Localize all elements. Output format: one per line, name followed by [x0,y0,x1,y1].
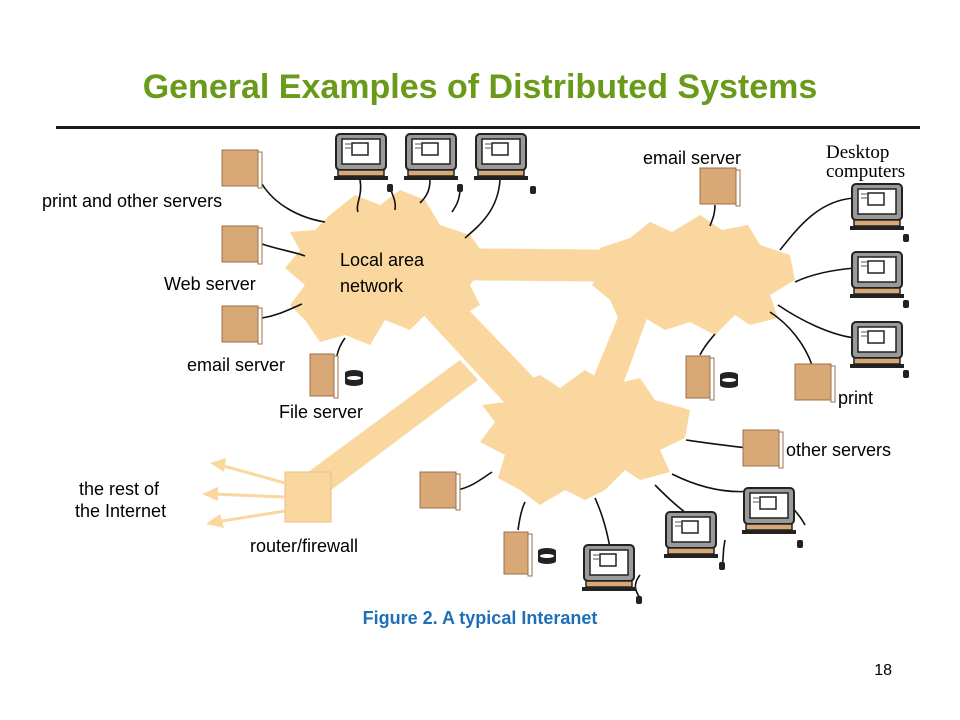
label-email-server-top: email server [643,148,741,168]
desktop-computer-icon [403,133,459,181]
desktop-computer-icon [663,511,719,559]
arrow-icon [202,487,218,501]
plug-icon [636,596,642,604]
desktop-computer-icon [849,321,905,369]
disk-drive-icon [538,548,556,564]
figure-caption: Figure 2. A typical Interanet [362,608,598,628]
label-rest-of-internet: the Internet [75,501,166,521]
label-router-firewall: router/firewall [250,536,358,556]
plug-icon [903,300,909,308]
file-server-icon [309,353,339,399]
arrow-icon [210,458,226,472]
desktop-computer-icon [741,487,797,535]
label-desktop-computers: computers [826,161,905,182]
label-print-servers: print and other servers [42,191,222,211]
disk-drive-icon [345,370,363,386]
arrow-icon [206,514,224,528]
router-firewall-box [284,471,332,523]
south-server-icon [419,471,461,511]
web-server-icon [221,225,263,265]
desktop-computer-icon [473,133,529,181]
plug-icon [530,186,536,194]
backbone-lan-east [440,248,640,282]
plug-icon [719,562,725,570]
east-file-server-icon [685,355,715,401]
plug-icon [387,184,393,192]
slide-title: General Examples of Distributed Systems [142,68,818,106]
plug-icon [903,370,909,378]
backbone-router [300,360,478,500]
desktop-computer-icon [333,133,389,181]
east-network-cloud [592,215,795,335]
lan-label: network [340,276,404,296]
print-server-east-icon [794,363,836,403]
local-area-network-cloud [285,190,488,345]
south-file-server-icon [503,531,533,577]
page-number: 18 [874,662,892,679]
plug-icon [903,234,909,242]
internet-link-3 [215,509,286,524]
plug-icon [797,540,803,548]
internet-link-1 [219,463,286,485]
label-rest-of-internet: the rest of [79,479,160,499]
email-server-top-icon [699,167,741,207]
desktop-computer-icon [581,544,637,592]
disk-drive-icon [720,372,738,388]
label-print: print [838,388,873,408]
label-other-servers: other servers [786,440,891,460]
south-network-cloud [480,370,690,505]
title-divider [56,126,920,129]
label-desktop-computers: Desktop [826,142,889,163]
other-servers-icon [742,429,784,469]
lan-label: Local area [340,250,425,270]
plug-icon [457,184,463,192]
desktop-computer-icon [849,183,905,231]
internet-link-2 [211,492,286,499]
label-email-server-left: email server [187,355,285,375]
label-web-server: Web server [164,274,256,294]
email-server-left-icon [221,305,263,345]
label-file-server: File server [279,402,363,422]
print-server-icon [221,149,263,189]
desktop-computer-icon [849,251,905,299]
